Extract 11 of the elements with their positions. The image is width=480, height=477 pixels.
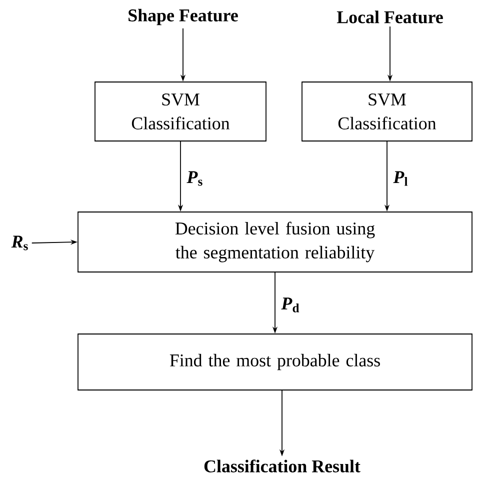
edge-label: P$_{s}$ bbox=[186, 171, 202, 186]
input-label: Shape Feature bbox=[128, 8, 238, 26]
process-box: SVM Classification bbox=[302, 82, 472, 142]
edge-label: P$_{l}$ bbox=[393, 171, 408, 186]
input-label: Local Feature bbox=[336, 10, 443, 24]
process-box: SVM Classification bbox=[94, 82, 266, 142]
input-label: R$_{s}$ bbox=[11, 236, 28, 250]
output-label: Classification Result bbox=[204, 460, 360, 472]
process-box: Decision level fusion using the segmentation reliability bbox=[78, 212, 472, 272]
edge-label: P$_{d}$ bbox=[281, 298, 300, 312]
process-box: Find the most probable class bbox=[78, 334, 472, 390]
